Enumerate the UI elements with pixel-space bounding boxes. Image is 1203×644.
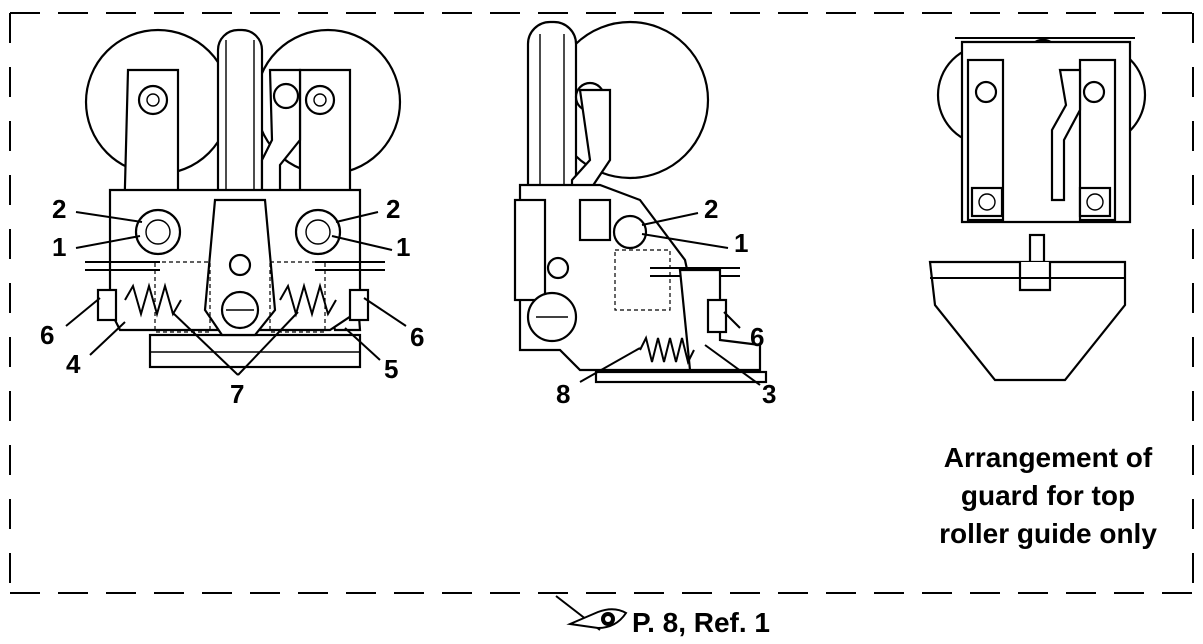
eye-icon bbox=[566, 608, 628, 630]
side-view-leaders bbox=[579, 212, 761, 386]
caption-line-1: Arrangement of bbox=[944, 442, 1153, 473]
guard-arrangement-drawing bbox=[928, 37, 1147, 382]
label-8: 8 bbox=[556, 379, 570, 409]
guard-caption: Arrangement of guard for top roller guid… bbox=[939, 442, 1157, 549]
label-1-right: 1 bbox=[396, 232, 410, 262]
label-5: 5 bbox=[384, 354, 398, 384]
caption-line-2: guard for top bbox=[961, 480, 1135, 511]
front-view-leaders bbox=[65, 211, 407, 376]
label-2-right: 2 bbox=[386, 194, 400, 224]
side-view-drawing bbox=[513, 20, 768, 384]
label-1-left: 1 bbox=[52, 232, 66, 262]
label-3: 3 bbox=[762, 379, 776, 409]
label-6-middle: 6 bbox=[750, 322, 764, 352]
label-7: 7 bbox=[230, 379, 244, 409]
caption-line-3: roller guide only bbox=[939, 518, 1157, 549]
label-4: 4 bbox=[66, 349, 81, 379]
dashed-frame bbox=[9, 12, 1194, 594]
label-2-left: 2 bbox=[52, 194, 66, 224]
part-labels: 2 2 1 1 6 6 4 5 7 2 1 6 8 3 bbox=[40, 194, 776, 409]
label-6-left: 6 bbox=[40, 320, 54, 350]
front-view-drawing bbox=[84, 28, 402, 369]
label-6-right: 6 bbox=[410, 322, 424, 352]
label-1-middle: 1 bbox=[734, 228, 748, 258]
page-reference: P. 8, Ref. 1 bbox=[555, 595, 770, 638]
reference-text: P. 8, Ref. 1 bbox=[632, 607, 770, 638]
label-2-middle: 2 bbox=[704, 194, 718, 224]
